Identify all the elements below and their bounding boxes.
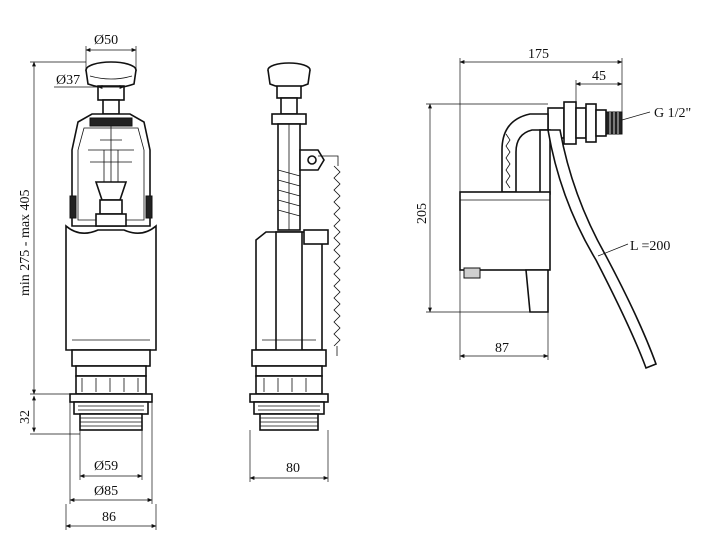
dimension-lines: [30, 46, 651, 530]
fill-valve-view: [459, 101, 658, 370]
flush-valve-front-view: [65, 61, 157, 431]
inlet-length-label: 45: [592, 69, 606, 84]
valve-height-label: 205: [415, 203, 430, 224]
cap-diameter-label: Ø50: [94, 33, 118, 48]
thread-diameter-label: Ø59: [94, 459, 118, 474]
thread-size-label: G 1/2": [654, 106, 691, 121]
valve-length-label: 175: [528, 47, 549, 62]
side-width-label: 80: [286, 461, 300, 476]
base-width-label: 86: [102, 510, 116, 525]
button-diameter-label: Ø37: [56, 73, 80, 88]
hose-length-label: L =200: [630, 239, 670, 254]
flange-diameter-label: Ø85: [94, 484, 118, 499]
flush-valve-side-view: [249, 62, 341, 431]
float-width-label: 87: [495, 341, 509, 356]
base-height-label: 32: [18, 410, 33, 424]
height-range-label: min 275 - max 405: [18, 189, 33, 296]
